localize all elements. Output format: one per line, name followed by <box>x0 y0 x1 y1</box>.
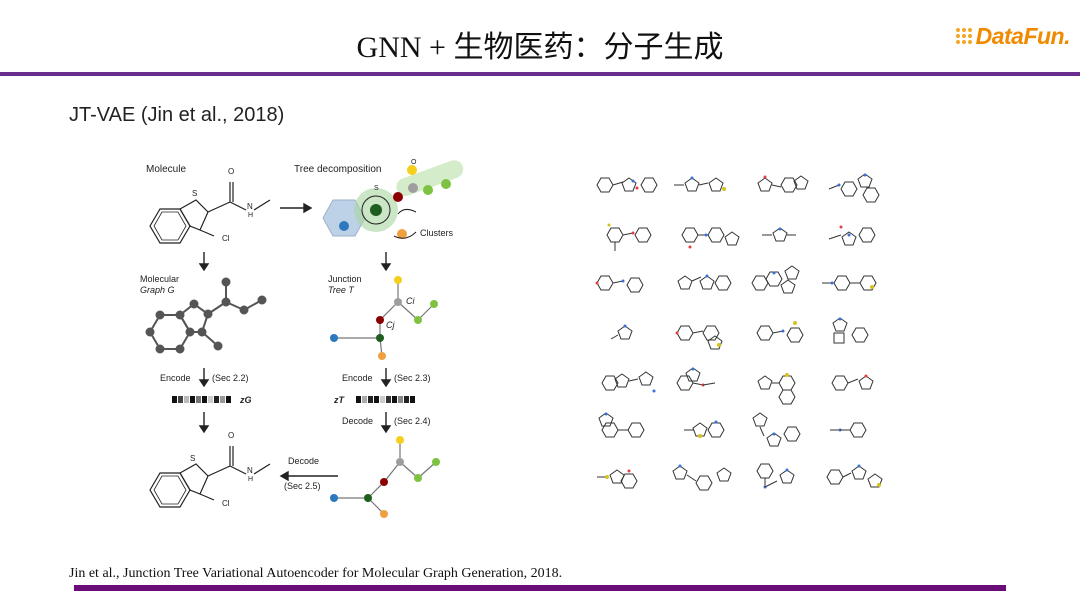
logo-dots-icon <box>955 28 972 44</box>
generated-molecule <box>757 373 796 405</box>
jtvae-diagram: Molecule S O N H Cl Tree decomposition O… <box>128 152 474 520</box>
generated-molecule <box>757 175 809 193</box>
svg-text:O: O <box>411 159 417 166</box>
generated-molecule <box>756 463 795 489</box>
svg-text:N: N <box>247 466 253 475</box>
decode-label-tree: Decode <box>342 416 373 426</box>
title-divider <box>0 72 1080 76</box>
svg-text:(Sec 2.2): (Sec 2.2) <box>212 373 249 383</box>
latent-vector-zg <box>172 396 231 403</box>
arrow-down-icon <box>198 252 392 272</box>
generated-molecule <box>610 324 633 340</box>
generated-molecule <box>675 325 723 350</box>
logo-text: DataFun. <box>975 22 1071 49</box>
svg-text:H: H <box>248 212 253 219</box>
svg-text:O: O <box>228 431 234 440</box>
zg-label: zG <box>239 395 252 405</box>
svg-text:Tree T: Tree T <box>328 285 355 295</box>
latent-vector-zt <box>356 396 415 403</box>
svg-text:(Sec 2.4): (Sec 2.4) <box>394 416 431 426</box>
generated-molecule <box>828 173 880 203</box>
svg-text:Cl: Cl <box>222 234 230 243</box>
svg-text:(Sec 2.3): (Sec 2.3) <box>394 373 431 383</box>
molecule-structure-bottom <box>149 446 271 508</box>
section-subtitle: JT-VAE (Jin et al., 2018) <box>69 104 285 126</box>
svg-text:S: S <box>374 185 379 192</box>
generated-molecule <box>674 176 726 192</box>
generated-molecule <box>751 265 800 294</box>
svg-text:O: O <box>228 167 234 176</box>
generated-molecule <box>598 412 645 438</box>
datafun-logo: DataFun. <box>955 18 1071 54</box>
footer-divider <box>74 585 1006 591</box>
junction-tree-label: Junction <box>328 274 362 284</box>
svg-text:S: S <box>192 189 197 198</box>
zt-label: zT <box>333 395 346 405</box>
generated-molecule <box>677 274 732 291</box>
generated-molecule <box>752 412 801 447</box>
generated-molecule <box>601 371 656 393</box>
arrow-left-icon <box>279 470 338 482</box>
generated-molecules-grid <box>585 155 895 500</box>
svg-text:N: N <box>247 202 253 211</box>
encode-label-left: Encode <box>160 373 191 383</box>
generated-molecule <box>756 321 804 343</box>
generated-molecule <box>830 422 867 438</box>
svg-text:Cl: Cl <box>222 499 230 508</box>
generated-molecule <box>822 275 877 291</box>
decoded-junction-tree <box>330 436 440 518</box>
ci-label: Ci <box>406 296 415 306</box>
generated-molecule <box>826 464 883 488</box>
svg-text:S: S <box>190 454 195 463</box>
generated-molecule <box>762 227 796 242</box>
svg-text:H: H <box>248 476 253 483</box>
molecule-structure-top <box>149 182 271 244</box>
arrow-right-icon <box>280 202 313 214</box>
generated-molecule <box>672 464 732 491</box>
svg-text:(Sec 2.5): (Sec 2.5) <box>284 481 321 491</box>
curved-arrow-icon <box>393 208 417 239</box>
molecule-label: Molecule <box>146 164 186 175</box>
generated-molecule <box>828 225 876 246</box>
generated-molecule <box>684 420 725 438</box>
tree-decomposition-label: Tree decomposition <box>294 164 381 175</box>
generated-molecule <box>676 367 716 391</box>
generated-molecule <box>597 469 638 489</box>
generated-molecule <box>596 177 658 193</box>
svg-text:Graph G: Graph G <box>140 285 175 295</box>
encode-label-right: Encode <box>342 373 373 383</box>
molecular-graph-label: Molecular <box>140 274 179 284</box>
generated-molecule <box>832 317 869 344</box>
molecular-graph <box>145 277 267 354</box>
encode-arrows <box>198 368 392 388</box>
decode-label-molecule: Decode <box>288 456 319 466</box>
slide-title: GNN + 生物医药：分子生成 <box>356 31 724 64</box>
generated-molecule <box>606 223 652 251</box>
citation-text: Jin et al., Junction Tree Variational Au… <box>69 566 563 581</box>
tree-decomposition-clusters <box>322 160 464 239</box>
generated-molecule <box>595 275 644 293</box>
junction-tree <box>330 276 438 360</box>
cj-label: Cj <box>386 320 395 330</box>
clusters-label: Clusters <box>420 228 454 238</box>
generated-molecule <box>831 374 874 391</box>
generated-molecule <box>681 227 740 249</box>
